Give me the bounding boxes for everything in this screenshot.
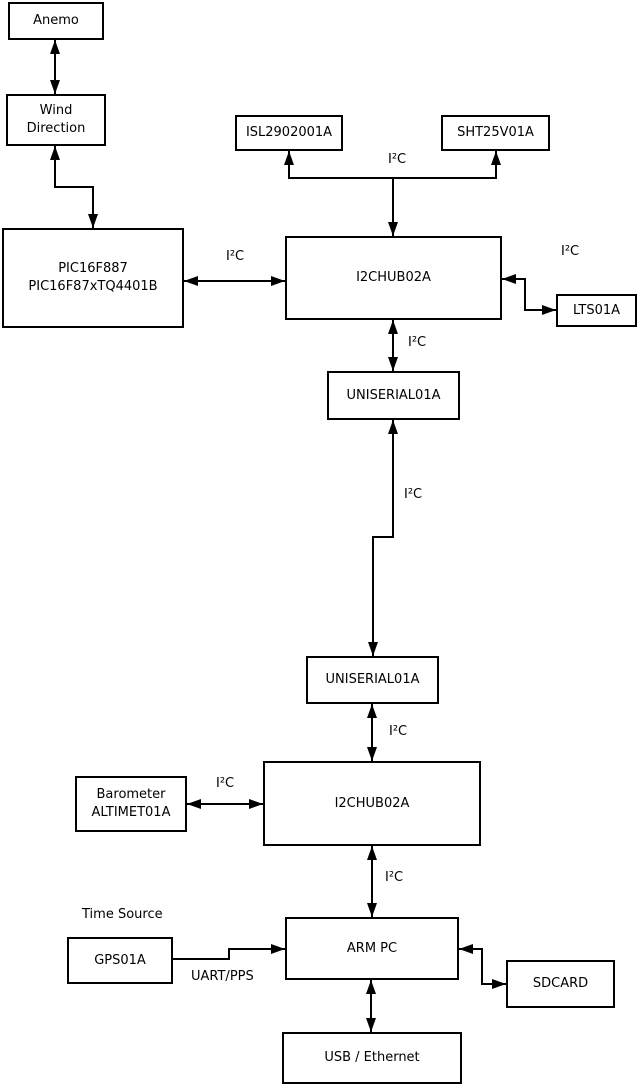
edge-wind-pic bbox=[50, 145, 98, 229]
node-isl-label: ISL2902001A bbox=[245, 125, 333, 140]
label-i2c-uniserial2-hub2: I²C bbox=[389, 724, 408, 739]
edge-armpc-sdcard bbox=[458, 944, 507, 989]
node-pic-label: PIC16F87xTQ4401B bbox=[28, 279, 158, 294]
node-pic-label: PIC16F887 bbox=[58, 261, 128, 276]
label-i2c-pic-hub1: I²C bbox=[226, 249, 245, 264]
node-uniserial-1: UNISERIAL01A bbox=[327, 371, 460, 420]
node-i2chub-2: I2CHUB02A bbox=[263, 761, 481, 846]
node-usb-ethernet: USB / Ethernet bbox=[282, 1032, 462, 1084]
node-sdcard: SDCARD bbox=[506, 960, 615, 1008]
node-anemo-label: Anemo bbox=[33, 13, 79, 28]
node-arm-pc: ARM PC bbox=[285, 917, 459, 980]
node-isl: ISL2902001A bbox=[235, 115, 343, 151]
node-gps: GPS01A bbox=[67, 937, 173, 984]
node-anemo: Anemo bbox=[8, 2, 104, 40]
node-uniserial-2-label: UNISERIAL01A bbox=[325, 672, 420, 687]
node-barometer-label: ALTIMET01A bbox=[91, 805, 171, 820]
node-usb-ethernet-label: USB / Ethernet bbox=[324, 1050, 420, 1065]
edge-gps-armpc bbox=[172, 944, 286, 960]
edge-hub1-lts bbox=[501, 274, 557, 315]
node-uniserial-1-label: UNISERIAL01A bbox=[346, 387, 441, 403]
label-i2c-hub2-armpc: I²C bbox=[385, 870, 404, 885]
label-time-source: Time Source bbox=[82, 907, 163, 922]
node-barometer-label: Barometer bbox=[96, 787, 166, 802]
node-i2chub-2-label: I2CHUB02A bbox=[334, 795, 410, 811]
node-sdcard-label: SDCARD bbox=[532, 976, 589, 991]
node-lts: LTS01A bbox=[556, 294, 637, 327]
node-sht-label: SHT25V01A bbox=[457, 125, 534, 140]
label-i2c-uniserial1-uniserial2: I²C bbox=[404, 487, 423, 502]
node-wind-direction-label: Direction bbox=[26, 121, 86, 136]
label-i2c-hub1-lts: I²C bbox=[561, 244, 580, 259]
label-i2c-top-bus: I²C bbox=[388, 152, 407, 167]
node-uniserial-2: UNISERIAL01A bbox=[306, 656, 439, 704]
node-wind-direction-label: Wind bbox=[39, 103, 73, 118]
node-arm-pc-label: ARM PC bbox=[346, 940, 398, 956]
label-i2c-hub1-uniserial1: I²C bbox=[408, 335, 427, 350]
node-i2chub-1: I2CHUB02A bbox=[285, 236, 502, 320]
label-uart-pps: UART/PPS bbox=[191, 969, 254, 984]
node-i2chub-1-label: I2CHUB02A bbox=[356, 270, 431, 285]
node-lts-label: LTS01A bbox=[572, 302, 621, 318]
label-i2c-barometer-hub2: I²C bbox=[216, 776, 235, 791]
node-gps-label: GPS01A bbox=[94, 952, 146, 968]
edge-uniserial1-uniserial2 bbox=[368, 419, 398, 657]
node-sht: SHT25V01A bbox=[441, 115, 550, 151]
